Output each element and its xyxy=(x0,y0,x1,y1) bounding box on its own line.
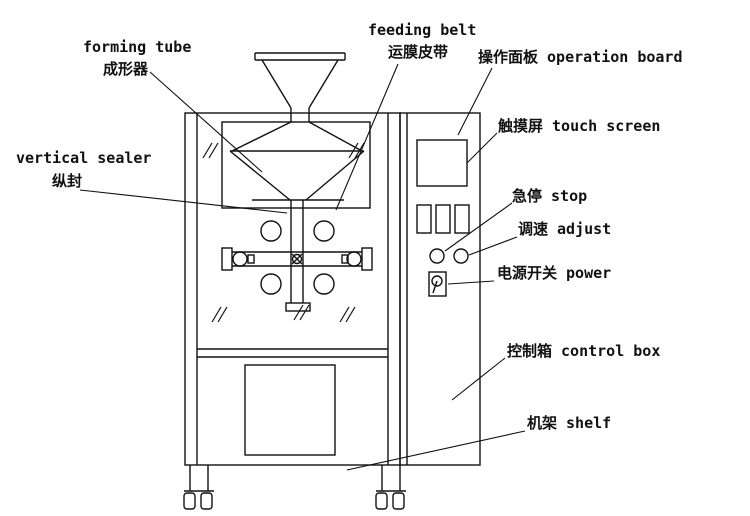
label-power: 电源开关 power xyxy=(497,264,611,282)
machine-body xyxy=(184,112,401,466)
machine-linework xyxy=(183,52,481,510)
leader-shelf xyxy=(346,430,526,471)
label-operation-board: 操作面板 operation board xyxy=(478,48,683,66)
forming-collar xyxy=(221,121,371,209)
leader-vertical-sealer xyxy=(79,189,288,214)
label-vertical-sealer-en: vertical sealer xyxy=(16,149,151,167)
hatch-marks xyxy=(202,142,365,323)
leader-adjust xyxy=(468,236,518,256)
label-feeding-belt-zh: 运膜皮带 xyxy=(388,43,448,61)
label-feeding-belt-en: feeding belt xyxy=(368,21,476,39)
label-adjust: 调速 adjust xyxy=(518,220,611,238)
panel-buttons xyxy=(416,204,470,234)
label-shelf: 机架 shelf xyxy=(527,414,611,432)
leader-touch-screen xyxy=(466,132,498,164)
label-control-box: 控制箱 control box xyxy=(507,342,660,360)
leader-lines xyxy=(79,63,526,471)
label-forming-tube-zh: 成形器 xyxy=(103,60,149,78)
label-forming-tube-en: forming tube xyxy=(83,38,191,56)
leader-control-box xyxy=(451,357,506,401)
leader-feeding-belt xyxy=(335,63,399,211)
leader-forming-tube xyxy=(149,71,263,173)
adjust-knob xyxy=(453,248,469,264)
control-panel-column xyxy=(399,112,481,466)
touch-screen xyxy=(416,139,468,187)
label-stop: 急停 stop xyxy=(512,187,587,205)
power-switch xyxy=(428,271,447,297)
leader-operation-board xyxy=(457,67,493,136)
vertical-sealer-assembly xyxy=(260,200,335,312)
label-vertical-sealer-zh: 纵封 xyxy=(52,172,82,190)
leader-power xyxy=(447,280,495,285)
labels: feeding belt 运膜皮带 forming tube 成形器 操作面板 … xyxy=(16,21,683,432)
horizontal-sealer-bar xyxy=(221,247,373,271)
casters xyxy=(183,465,406,510)
label-touch-screen: 触摸屏 touch screen xyxy=(498,117,660,135)
hopper-funnel xyxy=(254,52,346,122)
stop-knob xyxy=(429,248,445,264)
leader-stop xyxy=(444,202,513,252)
control-box-door xyxy=(244,364,336,456)
